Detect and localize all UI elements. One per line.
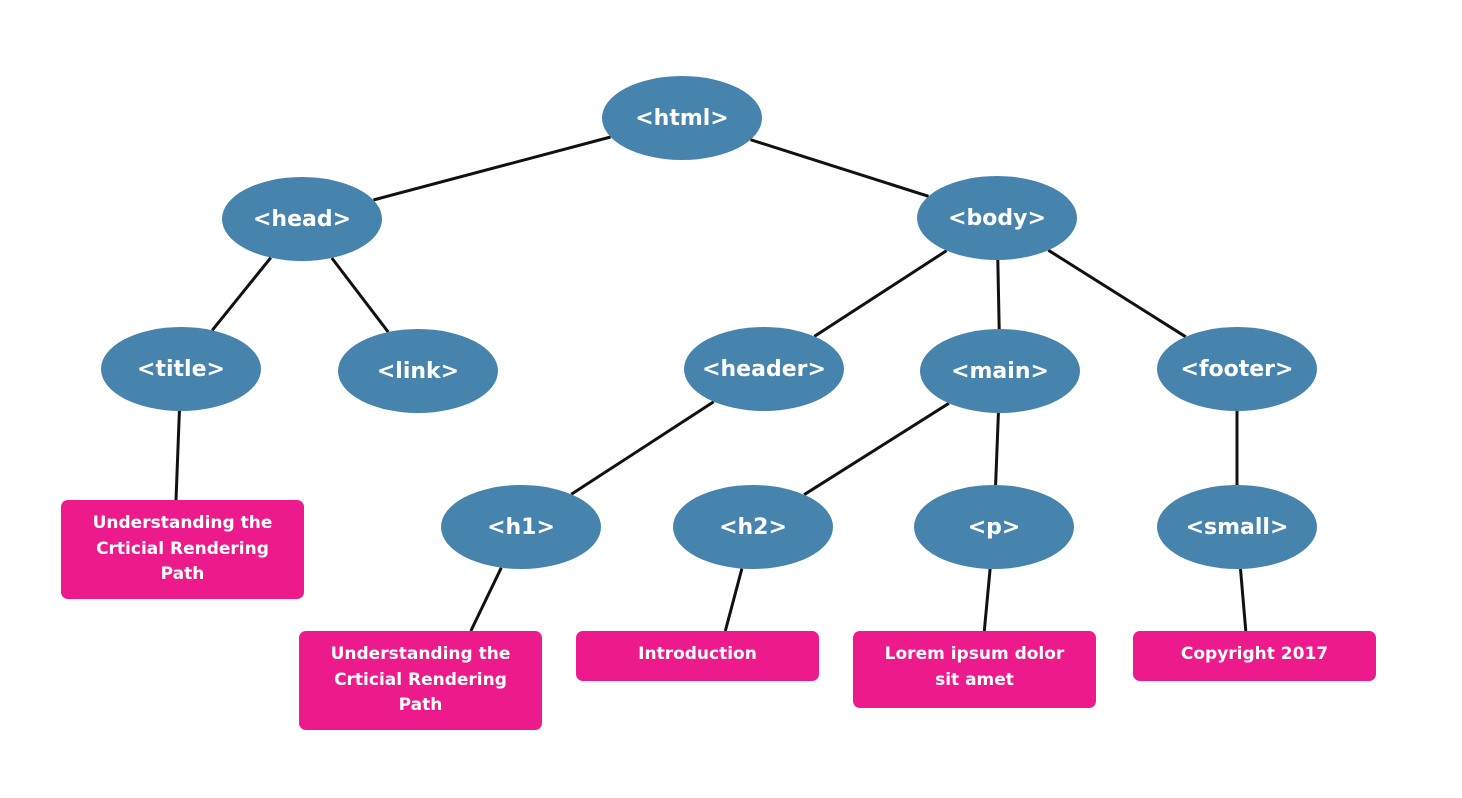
text-line: Path [160,564,205,585]
text-line: sit amet [935,669,1014,690]
edge-body-footer [1047,248,1187,339]
node-footer: <footer> [1157,327,1317,411]
edge-main-h2 [803,402,950,496]
edge-body-header [813,249,948,338]
edge-p-p_text [982,568,992,632]
text-line: Copyright 2017 [1180,644,1329,664]
edge-head-link [330,257,390,333]
text-line: Introduction [638,644,757,664]
node-link: <link> [338,329,498,413]
text-line: Crticial Rendering [96,538,269,559]
node-h1: <h1> [441,485,601,569]
edge-h2-h2_text [723,568,744,632]
text-line: Crticial Rendering [334,669,507,690]
text-line: Understanding the [330,644,511,665]
node-h2: <h2> [673,485,833,569]
node-head: <head> [222,177,382,261]
text-node-h1: Understanding the Crticial Rendering Pat… [299,631,542,730]
text-line: Path [398,695,443,716]
text-line: Lorem ipsum dolor [884,644,1065,664]
edge-header-h1 [570,400,715,496]
edge-main-p [994,412,1000,486]
edge-h1-h1_text [469,567,503,632]
text-node-p: Lorem ipsum dolor sit amet [853,631,1096,708]
node-main: <main> [920,329,1080,413]
edge-body-main [996,259,1001,330]
edge-head-title [211,256,272,332]
text-node-small: Copyright 2017 [1133,631,1376,681]
text-node-h2: Introduction [576,631,819,681]
node-header: <header> [684,327,844,411]
node-p: <p> [914,485,1074,569]
node-title: <title> [101,327,261,411]
node-body: <body> [917,176,1077,260]
edge-html-body [750,138,929,198]
edge-html-head [373,135,611,202]
node-html: <html> [602,76,762,160]
text-line: Understanding the [92,513,273,534]
text-node-title: Understanding the Crticial Rendering Pat… [61,500,304,599]
node-small: <small> [1157,485,1317,569]
edge-small-small_text [1239,568,1248,632]
edge-title-title_text [174,410,181,501]
